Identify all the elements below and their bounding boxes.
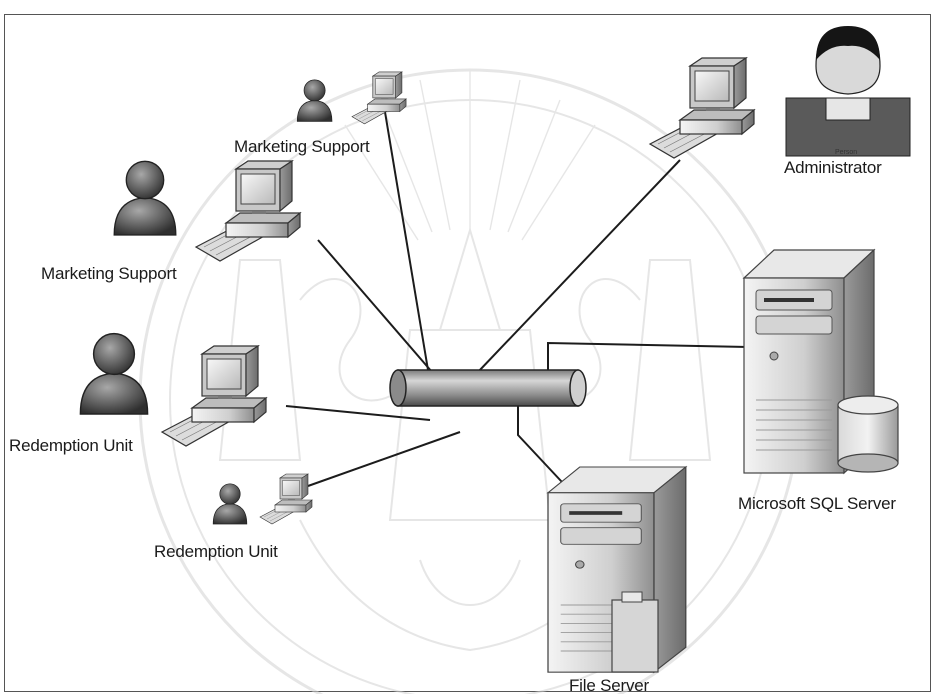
computer-icon <box>259 473 313 525</box>
computer-icon <box>195 160 301 262</box>
label-redemption-unit-bottom: Redemption Unit <box>154 542 278 561</box>
person-icon <box>296 79 333 122</box>
connection-lines <box>285 111 749 498</box>
frame-border <box>4 14 931 692</box>
administrator-person-icon <box>785 26 911 157</box>
label-marketing-support-left: Marketing Support <box>41 264 177 283</box>
label-administrator-small: Person <box>835 149 858 156</box>
label-marketing-support-top: Marketing Support <box>234 137 370 156</box>
computer-icon <box>161 345 267 447</box>
person-icon <box>113 160 177 236</box>
label-sql-server: Microsoft SQL Server <box>738 494 896 513</box>
database-icon <box>837 395 899 473</box>
file-server-folder-icon <box>611 591 659 673</box>
link-admin <box>477 159 681 373</box>
computer-icon <box>351 71 407 125</box>
link-redemption-bottom <box>307 431 461 487</box>
network-bus-icon <box>389 369 587 407</box>
link-marketing-left <box>317 239 433 373</box>
link-file-server <box>517 400 577 498</box>
link-sql-server <box>547 341 749 370</box>
link-redemption-left <box>285 405 431 421</box>
link-marketing-top <box>384 111 429 371</box>
label-file-server: File Server <box>569 676 649 695</box>
person-icon <box>212 483 248 525</box>
computer-icon <box>649 57 755 159</box>
label-redemption-unit-left: Redemption Unit <box>9 436 133 455</box>
person-icon <box>79 332 149 415</box>
label-administrator: Administrator <box>784 158 882 177</box>
